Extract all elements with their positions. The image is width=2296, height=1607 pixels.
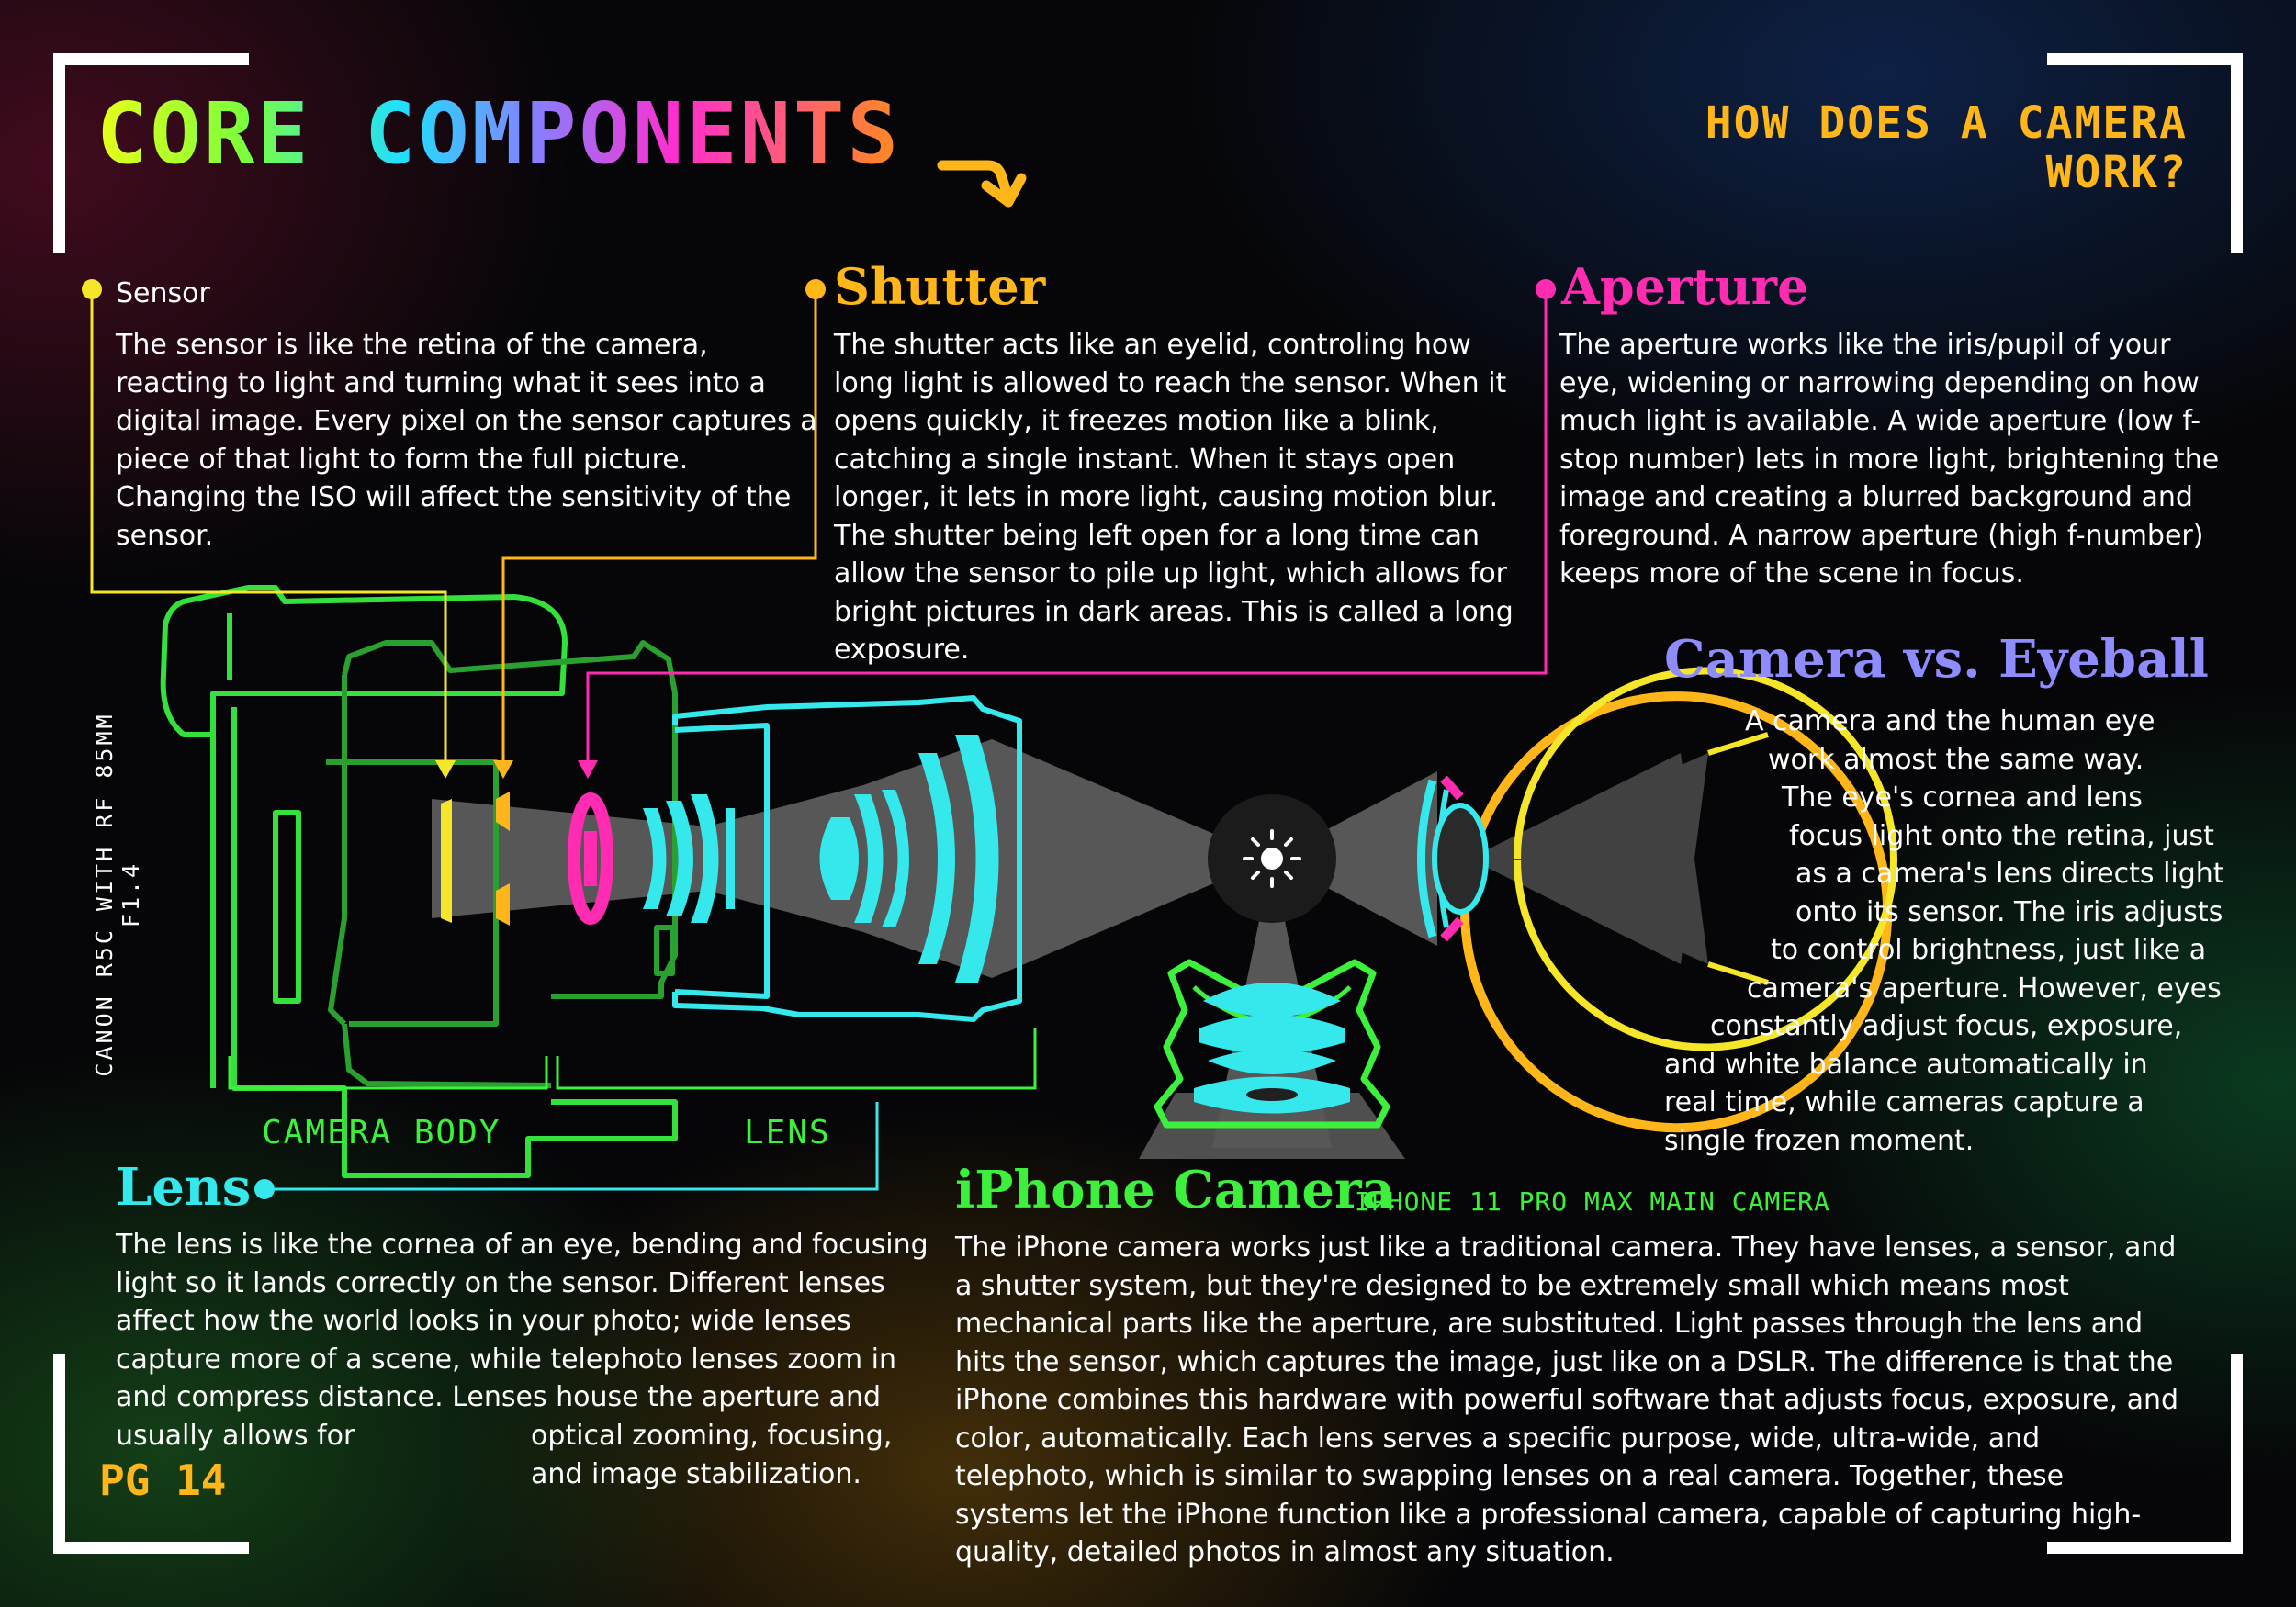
- page-number: PG 14: [99, 1455, 227, 1505]
- eye-line: real time, while cameras capture a: [1664, 1086, 2144, 1118]
- eye-line: constantly adjust focus, exposure,: [1710, 1010, 2183, 1042]
- page-title: CORE COMPONENTS: [96, 84, 901, 183]
- iphone-model-label: IPHONE 11 PRO MAX MAIN CAMERA: [1355, 1186, 1830, 1217]
- corner-bracket-top-left: [53, 53, 249, 253]
- lens-barrel-outline: [672, 695, 1022, 1022]
- camera-model-label: CANON R5C WITH RF 85MM F1.4: [91, 712, 144, 1077]
- aperture-element: [568, 792, 613, 925]
- camera-vs-eye-heading: Camera vs. Eyeball: [1664, 629, 2209, 690]
- sun-icon: [1208, 794, 1336, 923]
- shutter-heading: Shutter: [834, 257, 1046, 316]
- eye-line: focus light onto the retina, just: [1789, 820, 2214, 852]
- arrow-down-right-icon: [937, 160, 1027, 208]
- eye-line: camera's aperture. However, eyes: [1747, 972, 2222, 1005]
- sensor-description: The sensor is like the retina of the cam…: [116, 329, 817, 552]
- eye-line: as a camera's lens directs light: [1795, 858, 2224, 890]
- shutter-element: [496, 792, 510, 926]
- lens-heading: Lens: [116, 1157, 252, 1218]
- eyeball-icon: [1417, 667, 1897, 1133]
- page-subtitle: HOW DOES A CAMERA WORK?: [1618, 97, 2188, 198]
- camera-body-outline: [160, 585, 678, 1178]
- subtitle-line-2: WORK?: [2045, 146, 2188, 198]
- shutter-description: The shutter acts like an eyelid, control…: [834, 329, 1514, 666]
- lens-description: The lens is like the cornea of an eye, b…: [116, 1229, 929, 1452]
- eye-line: A camera and the human eye: [1745, 705, 2155, 737]
- callout-lines: [90, 289, 1548, 1191]
- eye-line: and white balance automatically in: [1664, 1049, 2148, 1081]
- corner-bracket-top-right: [2047, 53, 2243, 253]
- iphone-lens-stack: [1154, 959, 1390, 1129]
- lens-elements: [643, 735, 999, 983]
- eye-line: to control brightness, just like a: [1771, 934, 2207, 966]
- eye-line: The eye's cornea and lens: [1782, 781, 2143, 814]
- aperture-description: The aperture works like the iris/pupil o…: [1559, 329, 2220, 590]
- eye-light-rays: [1469, 753, 1708, 964]
- callout-dots: [82, 279, 1556, 1199]
- lens-description-end: optical zooming, focusing, and image sta…: [531, 1420, 893, 1490]
- eye-line: single frozen moment.: [1664, 1125, 1975, 1157]
- camera-body-label: CAMERA BODY: [262, 1114, 501, 1152]
- iphone-heading: iPhone Camera: [955, 1160, 1395, 1220]
- aperture-heading: Aperture: [1561, 257, 1809, 316]
- corner-bracket-bottom-right: [2047, 1354, 2243, 1554]
- iphone-description: The iPhone camera works just like a trad…: [955, 1231, 2179, 1568]
- corner-bracket-bottom-left: [53, 1354, 249, 1554]
- eye-line: onto its sensor. The iris adjusts: [1795, 896, 2223, 928]
- sensor-heading: Sensor: [116, 277, 210, 309]
- eye-line: work almost the same way.: [1768, 744, 2144, 776]
- lens-label: LENS: [744, 1114, 831, 1152]
- sensor-element: [441, 799, 452, 923]
- body-lens-brackets: [228, 1028, 1037, 1090]
- callout-arrows: [435, 760, 598, 779]
- subtitle-line-1: HOW DOES A CAMERA: [1705, 97, 2188, 149]
